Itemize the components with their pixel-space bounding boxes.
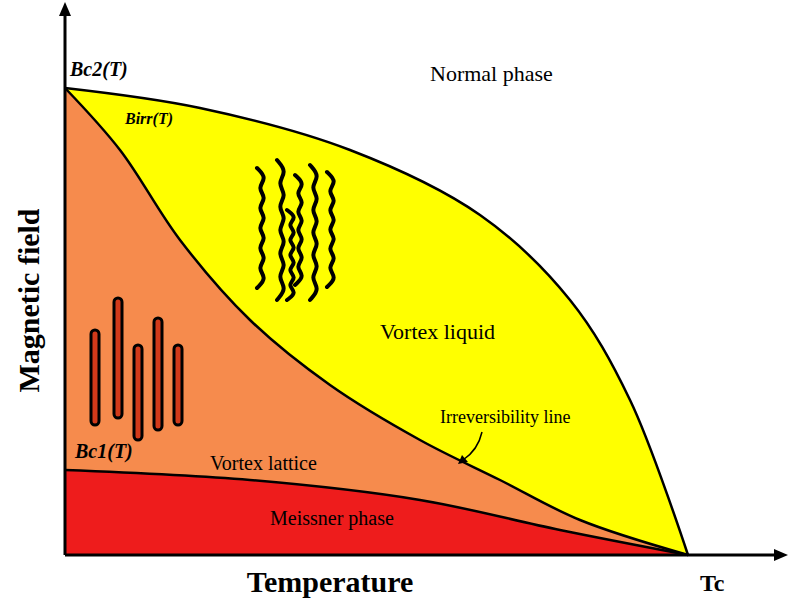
region-label: Meissner phase bbox=[270, 507, 394, 529]
line-label: Irreversibility line bbox=[440, 408, 570, 428]
region-label: Normal phase bbox=[430, 62, 553, 86]
bc1-curve bbox=[65, 470, 688, 555]
vortex-wave bbox=[277, 160, 284, 300]
field-label: Birr(T) bbox=[125, 110, 173, 128]
leader-arrowhead bbox=[458, 455, 468, 464]
birr-curve bbox=[65, 88, 688, 555]
vortex-rod bbox=[134, 345, 142, 440]
axis-title: Magnetic field bbox=[12, 208, 45, 392]
vortex-wave bbox=[295, 175, 302, 285]
meissner-region bbox=[65, 470, 688, 555]
bc2-curve bbox=[65, 88, 688, 555]
leader-line bbox=[463, 432, 482, 460]
region-label: Vortex liquid bbox=[380, 320, 495, 344]
y-axis-arrowhead bbox=[59, 2, 71, 16]
vortex-wave bbox=[310, 165, 317, 300]
vortex-rod bbox=[114, 298, 122, 418]
vortex-liquid-region bbox=[65, 88, 688, 555]
vortex-rod bbox=[174, 345, 182, 425]
x-axis bbox=[65, 554, 780, 557]
axis-title: Temperature bbox=[247, 565, 414, 598]
vortex-wave bbox=[287, 210, 294, 300]
vortex-rod bbox=[91, 330, 99, 425]
x-axis-arrowhead bbox=[774, 549, 788, 561]
vortex-lattice-region bbox=[65, 88, 688, 555]
y-axis bbox=[64, 10, 67, 555]
vortex-wave bbox=[257, 168, 264, 288]
field-label: Bc2(T) bbox=[70, 58, 128, 80]
region-label: Vortex lattice bbox=[210, 452, 317, 474]
field-label: Bc1(T) bbox=[75, 440, 133, 462]
vortex-wave bbox=[327, 172, 334, 287]
vortex-rod bbox=[154, 318, 162, 430]
axis-label: Tc bbox=[700, 570, 724, 596]
